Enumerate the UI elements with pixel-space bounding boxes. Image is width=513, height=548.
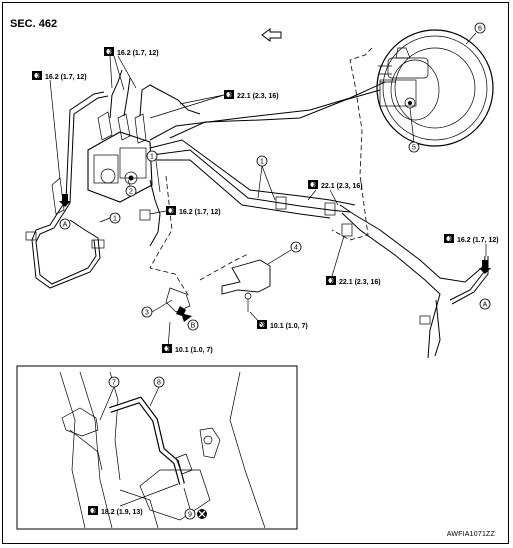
svg-text:22.1 (2.3, 16): 22.1 (2.3, 16): [237, 93, 279, 100]
master-cylinder: [379, 79, 417, 107]
callout-6: 6: [465, 22, 486, 45]
callout-1a: 1: [256, 155, 276, 201]
svg-text:1: 1: [150, 154, 154, 161]
figure-code: AWFIA1071ZZ: [446, 531, 495, 538]
svg-text:1: 1: [260, 159, 264, 166]
callout-1b: 1: [146, 150, 161, 193]
svg-text:A: A: [63, 222, 68, 229]
svg-text:7: 7: [112, 380, 116, 387]
torque-spec-3: 22.1 (2.3, 16): [223, 89, 279, 100]
torque-spec-4: 16.2 (1.7, 12): [165, 205, 221, 216]
svg-text:10.1 (1.0, 7): 10.1 (1.0, 7): [270, 323, 308, 330]
svg-text:16.2 (1.7, 12): 16.2 (1.7, 12): [117, 50, 159, 57]
svg-text:B: B: [191, 323, 196, 330]
svg-text:4: 4: [294, 245, 298, 252]
svg-text:6: 6: [478, 26, 482, 33]
svg-text:16.2 (1.7, 12): 16.2 (1.7, 12): [179, 209, 221, 216]
torque-spec-7: 16.2 (1.7, 12): [443, 233, 499, 244]
svg-text:A: A: [483, 302, 488, 309]
torque-spec-1: 16.2 (1.7, 12): [103, 46, 159, 57]
callout-8: 8: [149, 376, 165, 407]
callout-7: 7: [99, 376, 120, 421]
svg-text:1: 1: [113, 216, 117, 223]
callout-9: 9: [183, 487, 196, 520]
connector-a-right: A: [479, 260, 491, 310]
svg-text:5: 5: [412, 145, 416, 152]
torque-spec-6: 22.1 (2.3, 16): [325, 275, 381, 286]
svg-text:8: 8: [157, 380, 161, 387]
brake-booster: [376, 29, 494, 147]
bracket: [221, 259, 271, 312]
svg-text:16.2 (1.7, 12): 16.2 (1.7, 12): [457, 237, 499, 244]
svg-text:16.2 (1.7, 12): 16.2 (1.7, 12): [45, 74, 87, 81]
connector-b: B: [176, 306, 199, 331]
svg-text:22.1 (2.3, 16): 22.1 (2.3, 16): [321, 183, 363, 190]
connector-a-left: A: [59, 194, 71, 230]
pipe-clips: [25, 196, 431, 325]
section-title: SEC. 462: [10, 18, 58, 30]
torque-spec-2: 16.2 (1.7, 12): [31, 70, 87, 81]
detail-inset-drawing: [59, 371, 266, 529]
callout-3: 3: [141, 299, 173, 318]
brake-tube-bundle: [109, 69, 486, 359]
svg-text:10.1 (1.0, 7): 10.1 (1.0, 7): [175, 347, 213, 354]
svg-text:22.1 (2.3, 16): 22.1 (2.3, 16): [339, 279, 381, 286]
do-not-reuse-icon: [197, 509, 207, 519]
callout-5: 5: [408, 107, 420, 153]
torque-spec-8: 10.1 (1.0, 7): [256, 319, 308, 330]
callout-2: 2: [125, 179, 137, 197]
torque-spec-5: 22.1 (2.3, 16): [307, 179, 363, 190]
svg-text:2: 2: [129, 189, 133, 196]
front-arrow-icon: [261, 28, 282, 42]
svg-text:9: 9: [188, 512, 192, 519]
svg-text:3: 3: [145, 310, 149, 317]
callout-1c: 1: [99, 212, 121, 224]
abs-actuator-unit: [87, 111, 153, 203]
detail-inset-frame: [16, 365, 298, 530]
svg-text:18.2 (1.9, 13): 18.2 (1.9, 13): [101, 509, 143, 516]
callout-4: 4: [267, 241, 302, 265]
torque-spec-9: 10.1 (1.0, 7): [161, 343, 213, 354]
torque-spec-10: 18.2 (1.9, 13): [87, 505, 143, 516]
